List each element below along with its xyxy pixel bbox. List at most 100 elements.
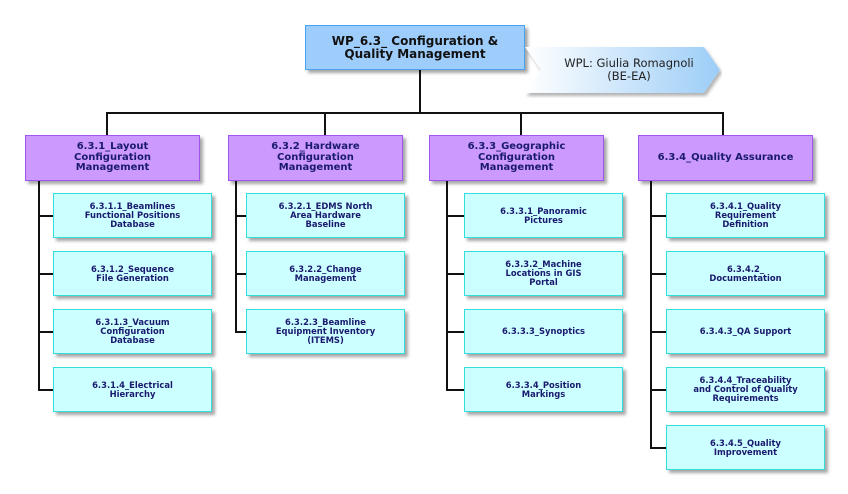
branch-label-line: Management	[75, 162, 150, 174]
child-connector	[39, 214, 53, 217]
branch-label: 6.3.4_Quality Assurance	[657, 151, 794, 164]
task-label-line: 6.3.1.2_Sequence	[91, 263, 174, 274]
task-label-line: 6.3.1.4_Electrical	[92, 379, 173, 390]
task-label-line: 6.3.1.3_Vacuum	[95, 317, 170, 328]
task-label-line: 6.3.1.1_Beamlines	[89, 201, 176, 212]
branch-spine	[38, 181, 40, 391]
task-label-line: Configuration	[100, 326, 165, 337]
branch-label-line: 6.3.4_Quality Assurance	[657, 151, 794, 163]
wpl-department: (BE-EA)	[607, 69, 651, 83]
task-label-line: Baseline	[305, 218, 346, 229]
task-label-line: Locations in GIS	[505, 268, 582, 279]
branch-label-line: Configuration	[277, 151, 354, 163]
branch-label-line: Configuration	[74, 151, 151, 163]
main-horizontal-connector	[106, 112, 724, 114]
branch-connector	[324, 113, 326, 135]
branch-spine	[446, 181, 448, 391]
root-title-line1: WP_6.3_ Configuration &	[331, 33, 499, 48]
task-label-line: Definition	[722, 218, 769, 229]
task-label-line: (ITEMS)	[307, 334, 344, 345]
task-label-line: Functional Positions	[84, 210, 181, 221]
child-connector	[39, 330, 53, 333]
arrow-shape-icon	[525, 47, 720, 93]
task-label-line: 6.3.4.2_	[726, 263, 765, 274]
wpl-text: WPL: Giulia Romagnoli (BE-EA)	[544, 46, 714, 94]
task-box[interactable]: 6.3.4.3_QA Support	[666, 309, 825, 354]
child-connector	[447, 388, 464, 391]
child-connector	[39, 388, 53, 391]
child-connector	[236, 272, 246, 275]
child-connector	[236, 330, 246, 333]
task-box[interactable]: 6.3.3.3_Synoptics	[464, 309, 623, 354]
branch-4-box[interactable]: 6.3.4_Quality Assurance	[638, 135, 813, 181]
task-label-line: Pictures	[524, 214, 563, 225]
branch-label-line: 6.3.2_Hardware	[271, 141, 360, 153]
task-label-line: 6.3.3.2_Machine	[505, 259, 582, 270]
branch-label-line: 6.3.3_Geographic	[467, 141, 566, 153]
task-label: 6.3.3.3_Synoptics	[502, 327, 585, 336]
branch-spine	[235, 181, 237, 333]
task-label-line: Hierarchy	[109, 388, 156, 399]
branch-label-line: Configuration	[478, 151, 555, 163]
child-connector	[447, 214, 464, 217]
task-label-line: Improvement	[713, 446, 778, 457]
task-label-line: Documentation	[709, 272, 782, 283]
child-connector	[447, 330, 464, 333]
task-label-line: 6.3.3.1_Panoramic	[500, 205, 587, 216]
branch-connector	[722, 113, 724, 135]
task-label: 6.3.4.2_Documentation	[709, 263, 782, 283]
child-connector	[651, 272, 666, 275]
task-label-line: 6.3.4.5_Quality	[710, 437, 781, 448]
child-connector	[39, 272, 53, 275]
task-box[interactable]: 6.3.4.2_Documentation	[666, 251, 825, 296]
branch-label-line: Management	[278, 162, 353, 174]
task-label-line: File Generation	[96, 272, 169, 283]
task-label-line: 6.3.3.3_Synoptics	[501, 326, 586, 337]
task-label-line: 6.3.2.2_Change	[289, 263, 362, 274]
task-label-line: Requirement	[714, 210, 777, 221]
root-connector	[419, 70, 421, 114]
root-work-package[interactable]: WP_6.3_ Configuration & Quality Manageme…	[305, 25, 525, 70]
task-label-line: Portal	[529, 276, 558, 287]
root-title-line2: Quality Management	[344, 46, 486, 61]
task-label-line: 6.3.4.3_QA Support	[699, 326, 792, 337]
task-label-line: Management	[294, 272, 357, 283]
task-label-line: 6.3.4.4_Traceability	[699, 375, 792, 386]
child-connector	[651, 388, 666, 391]
task-label-line: and Control of Quality	[693, 384, 798, 395]
task-label-line: Database	[110, 218, 155, 229]
task-label-line: 6.3.4.1_Quality	[710, 201, 781, 212]
child-connector	[651, 330, 666, 333]
